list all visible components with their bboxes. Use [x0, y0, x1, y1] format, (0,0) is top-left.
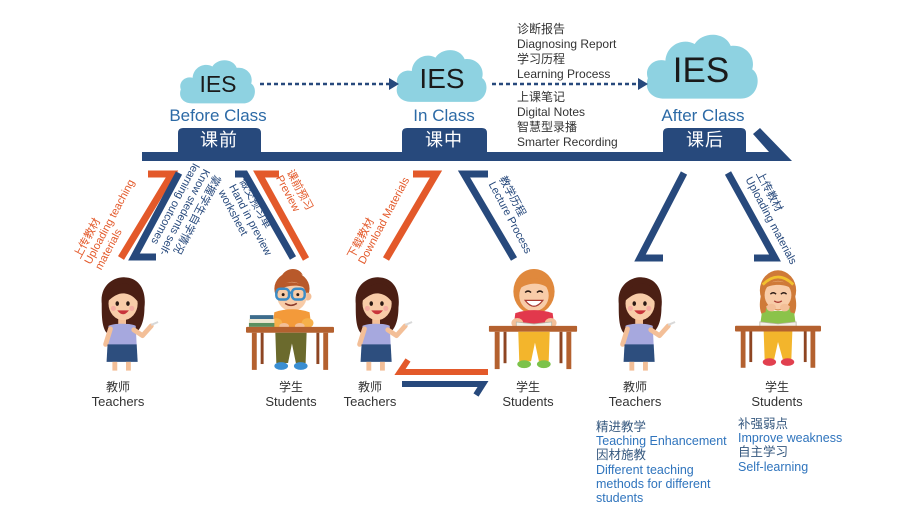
role-en: Teachers — [343, 394, 397, 409]
tab-label-in-class: 课中 — [425, 130, 463, 150]
role-zh: 教师 — [622, 380, 647, 394]
arrowhead-icon — [389, 78, 399, 90]
student-outcomes: 补强弱点 Improve weakness 自主学习 Self-learning — [738, 417, 842, 474]
arrow-student-lecture — [457, 170, 518, 261]
ies-features-upper: 诊断报告 Diagnosing Report 学习历程 Learning Pro… — [517, 22, 616, 82]
arrow-teacher-upload — [118, 170, 179, 260]
role-zh: 教师 — [357, 380, 382, 394]
role-en: Teachers — [91, 394, 145, 409]
role-label-student-before: 学生 Students — [265, 380, 316, 409]
feature-zh: 智慧型录播 — [517, 120, 578, 134]
arrowhead-icon — [638, 78, 648, 90]
teacher-figure-before — [102, 277, 159, 370]
outcome-line: 自主学习 — [738, 445, 789, 460]
student-figure-after — [735, 270, 821, 367]
feature-en: Diagnosing Report — [517, 37, 617, 51]
role-label-student-after: 学生 Students — [751, 380, 802, 409]
teacher-figure-after — [619, 277, 676, 370]
tab-before-class — [178, 128, 261, 153]
cloud-after-class: IES — [646, 34, 758, 99]
arrow-teacher-outcomes — [128, 171, 183, 261]
teacher-outcomes: 精进教学 Teaching Enhancement 因材施教 Different… — [596, 420, 727, 505]
arrow-student-to-teacher — [394, 358, 488, 375]
phase-label-before-class: Before Class — [169, 106, 267, 125]
ies-features-lower: 上课笔记 Digital Notes 智慧型录播 Smarter Recordi… — [517, 90, 618, 150]
outcome-line: Self-learning — [738, 459, 809, 474]
outcome-line: Different teaching — [596, 462, 694, 477]
outcome-line: 因材施教 — [596, 448, 647, 463]
feature-zh: 诊断报告 — [517, 22, 566, 36]
phase-label-in-class: In Class — [413, 106, 475, 125]
role-label-student-in: 学生 Students — [502, 380, 553, 409]
role-zh: 学生 — [515, 380, 541, 394]
arrow-teacher-download — [382, 170, 443, 261]
feature-zh: 学习历程 — [517, 52, 566, 66]
arrow-teacher-to-student — [402, 381, 489, 397]
role-en: Students — [751, 394, 803, 409]
role-en: Students — [502, 394, 554, 409]
role-en: Students — [265, 394, 317, 409]
outcome-line: Improve weakness — [738, 431, 843, 446]
outcome-line: methods for different — [596, 476, 711, 491]
role-zh: 教师 — [105, 380, 130, 394]
arrow-after-student — [724, 171, 781, 262]
cloud-label: IES — [199, 71, 236, 97]
timeline-bar — [142, 128, 792, 161]
role-zh: 学生 — [764, 380, 790, 394]
tab-in-class — [402, 128, 487, 153]
student-figure-before — [246, 269, 334, 370]
dotted-connector-in-to-after — [492, 78, 648, 90]
role-zh: 学生 — [278, 380, 304, 394]
cloud-label: IES — [673, 51, 729, 90]
outcome-line: 精进教学 — [596, 420, 647, 434]
role-en: Teachers — [608, 394, 662, 409]
teacher-figure-in — [356, 277, 413, 370]
outcome-line: students — [596, 491, 644, 506]
outcome-line: Teaching Enhancement — [596, 434, 727, 449]
cloud-before-class: IES — [180, 60, 255, 104]
role-label-teacher-before: 教师 Teachers — [92, 380, 145, 409]
phase-label-after-class: After Class — [661, 106, 745, 125]
dotted-connector-before-to-in — [260, 78, 399, 90]
outcome-line: 补强弱点 — [738, 417, 789, 431]
tab-label-after-class: 课后 — [686, 130, 724, 150]
feature-en: Smarter Recording — [517, 135, 618, 149]
tab-label-before-class: 课前 — [200, 130, 238, 150]
feature-zh: 上课笔记 — [517, 90, 566, 104]
cloud-in-class: IES — [396, 50, 487, 102]
arrow-student-handin — [235, 170, 297, 260]
arrow-student-preview — [253, 170, 310, 261]
role-label-teacher-in: 教师 Teachers — [344, 380, 397, 409]
cloud-label: IES — [419, 63, 464, 94]
tab-after-class — [663, 128, 746, 153]
feature-en: Learning Process — [517, 67, 611, 81]
role-label-teacher-after: 教师 Teachers — [609, 380, 662, 409]
arrow-after-teacher — [634, 171, 688, 262]
feature-en: Digital Notes — [517, 105, 586, 119]
student-figure-in — [489, 269, 577, 369]
